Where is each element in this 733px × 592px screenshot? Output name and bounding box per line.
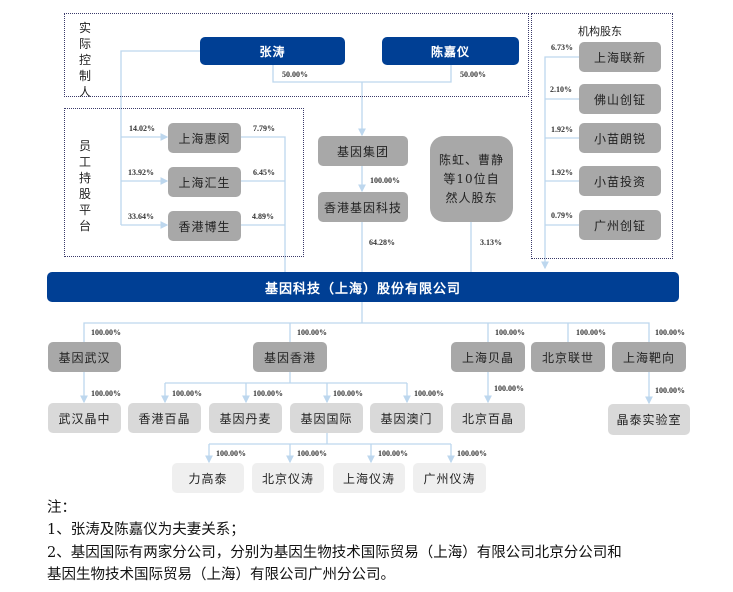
controllers-group-label: 实际控制人 — [78, 21, 91, 99]
natural-person-shareholders-box[interactable]: 陈虹、曹静等10位自然人股东 — [430, 136, 513, 222]
pct-label: 100.00% — [172, 389, 202, 398]
pct-label: 0.79% — [551, 211, 573, 220]
institutional-group-label: 机构股东 — [578, 25, 622, 38]
subsidiary-box[interactable]: 武汉晶中 — [48, 403, 121, 433]
note-line-2: 2、基因国际有两家分公司，分别为基因生物技术国际贸易（上海）有限公司北京分公司和 — [47, 545, 622, 561]
pct-label: 100.00% — [297, 328, 327, 337]
employee-platform-box[interactable]: 上海惠闵 — [168, 123, 241, 153]
note-line-1: 1、张涛及陈嘉仪为夫妻关系； — [47, 522, 245, 538]
pct-label: 1.92% — [551, 125, 573, 134]
employee-platform-box[interactable]: 香港博生 — [168, 211, 241, 241]
subsidiary-box[interactable]: 晶泰实验室 — [608, 404, 690, 435]
institution-box[interactable]: 佛山创钲 — [579, 84, 661, 114]
pct-label: 6.45% — [253, 168, 275, 177]
subsidiary-box[interactable]: 香港百晶 — [128, 403, 201, 433]
pct-label: 3.13% — [480, 238, 502, 247]
main-company-box[interactable]: 基因科技（上海）股份有限公司 — [47, 272, 679, 302]
pct-label: 100.00% — [655, 386, 685, 395]
subsidiary-box[interactable]: 基因丹麦 — [209, 403, 282, 433]
pct-label: 100.00% — [91, 328, 121, 337]
subsidiary-box[interactable]: 北京仪涛 — [252, 463, 324, 493]
subsidiary-box[interactable]: 力高泰 — [172, 463, 244, 493]
pct-label: 100.00% — [216, 449, 246, 458]
note-line-3: 基因生物技术国际贸易（上海）有限公司广州分公司。 — [47, 567, 395, 583]
institution-box[interactable]: 上海联新 — [579, 42, 661, 72]
institutional-group — [531, 13, 673, 259]
pct-label: 100.00% — [297, 449, 327, 458]
pct-label: 33.64% — [128, 212, 154, 221]
subsidiary-box[interactable]: 基因武汉 — [48, 342, 121, 372]
pct-label: 100.00% — [457, 449, 487, 458]
pct-label: 100.00% — [414, 389, 444, 398]
pct-label: 1.92% — [551, 168, 573, 177]
hk-tech-box[interactable]: 香港基因科技 — [318, 192, 408, 222]
subsidiary-box[interactable]: 北京联世 — [531, 342, 605, 372]
subsidiary-box[interactable]: 基因国际 — [290, 403, 363, 433]
pct-label: 50.00% — [460, 70, 486, 79]
pct-label: 14.02% — [129, 124, 155, 133]
pct-label: 100.00% — [333, 389, 363, 398]
group-company-box[interactable]: 基因集团 — [318, 136, 408, 166]
institution-box[interactable]: 小苗朗锐 — [579, 123, 661, 153]
pct-label: 100.00% — [495, 328, 525, 337]
controllers-group — [64, 13, 529, 97]
institution-box[interactable]: 小苗投资 — [579, 166, 661, 196]
employee-platform-group — [64, 108, 304, 257]
subsidiary-box[interactable]: 上海贝晶 — [451, 342, 525, 372]
pct-label: 4.89% — [252, 212, 274, 221]
employee-platform-label: 员工持股平台 — [78, 139, 91, 233]
institution-box[interactable]: 广州创钲 — [579, 210, 661, 240]
subsidiary-box[interactable]: 广州仪涛 — [413, 463, 486, 493]
controller-chen-jiayi[interactable]: 陈嘉仪 — [382, 37, 519, 65]
subsidiary-box[interactable]: 基因香港 — [253, 342, 327, 372]
pct-label: 13.92% — [128, 168, 154, 177]
subsidiary-box[interactable]: 上海仪涛 — [333, 463, 405, 493]
pct-label: 6.73% — [551, 43, 573, 52]
pct-label: 7.79% — [253, 124, 275, 133]
pct-label: 100.00% — [494, 384, 524, 393]
pct-label: 100.00% — [655, 328, 685, 337]
notes-title: 注： — [47, 500, 76, 516]
controller-zhang-tao[interactable]: 张涛 — [200, 37, 345, 65]
pct-label: 100.00% — [378, 449, 408, 458]
subsidiary-box[interactable]: 北京百晶 — [451, 403, 525, 433]
subsidiary-box[interactable]: 上海靶向 — [612, 342, 686, 372]
employee-platform-box[interactable]: 上海汇生 — [168, 167, 241, 197]
pct-label: 64.28% — [369, 238, 395, 247]
pct-label: 100.00% — [576, 328, 606, 337]
pct-label: 50.00% — [282, 70, 308, 79]
pct-label: 2.10% — [550, 85, 572, 94]
pct-label: 100.00% — [91, 389, 121, 398]
subsidiary-box[interactable]: 基因澳门 — [370, 403, 443, 433]
pct-label: 100.00% — [253, 389, 283, 398]
pct-label: 100.00% — [370, 176, 400, 185]
